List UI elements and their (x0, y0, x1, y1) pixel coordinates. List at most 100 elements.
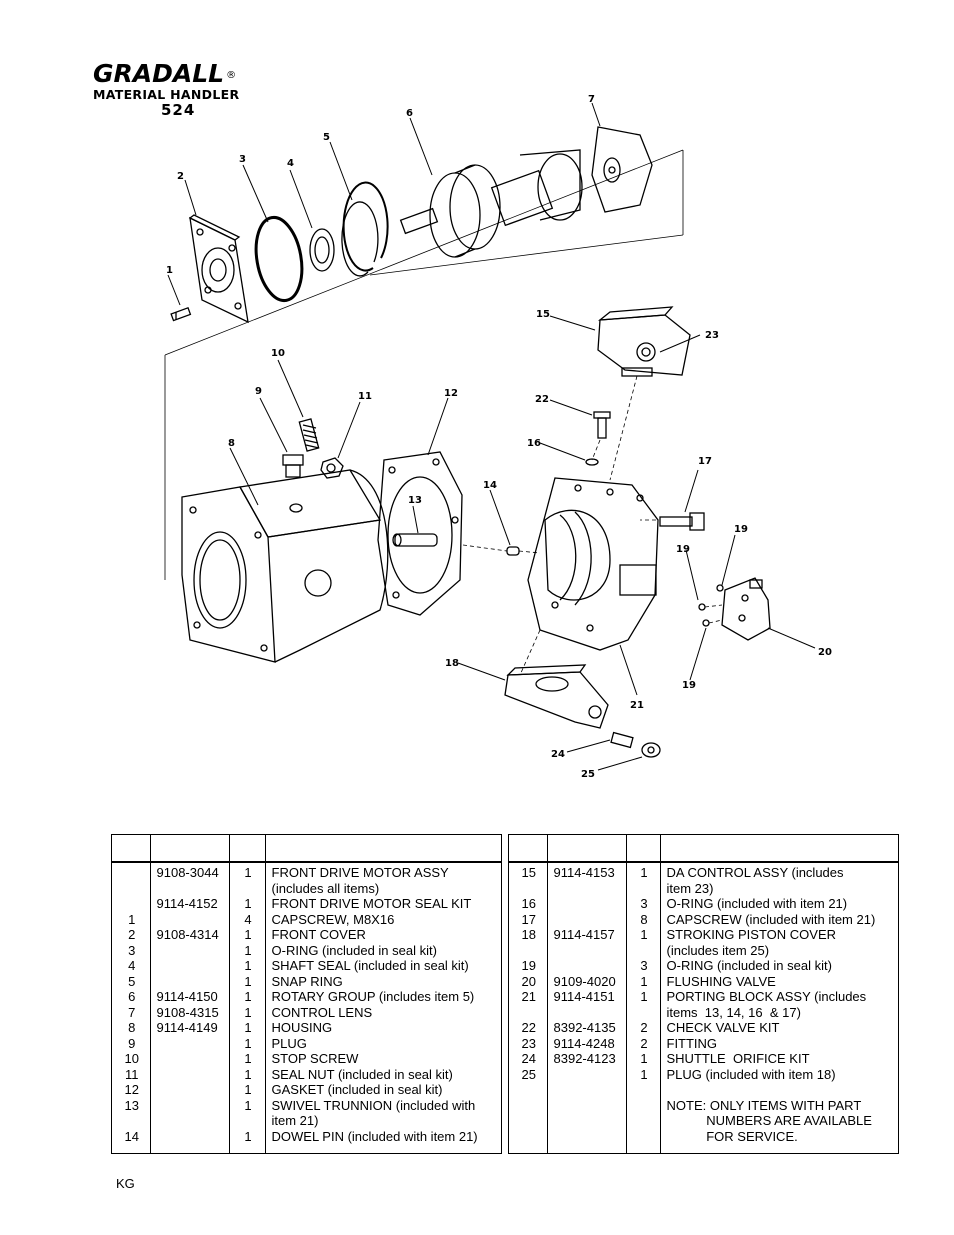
cell-description: FRONT DRIVE MOTOR SEAL KIT (271, 896, 472, 911)
dowel-pin-part (506, 546, 520, 556)
cell-part: 9109-4020 (553, 973, 616, 989)
cell-part (157, 1051, 225, 1067)
o-ring-19c-part (702, 619, 710, 627)
callout-9: 9 (255, 386, 262, 397)
cell-description: (includes item 25) (666, 942, 770, 958)
callout-18: 18 (445, 658, 459, 669)
plug-25-part (641, 742, 661, 758)
cell-part (157, 943, 225, 959)
cell-item: 21 (521, 989, 536, 1004)
cell-spacer (157, 1113, 225, 1129)
cell-description: STROKING PISTON COVER (666, 927, 837, 942)
cell-description: O-RING (included with item 21) (666, 896, 848, 911)
cell-description: PORTING BLOCK ASSY (includes (666, 989, 867, 1004)
cell-spacer (633, 881, 656, 897)
cell-spacer (554, 1129, 622, 1145)
cell-part: 9114-4157 (553, 927, 615, 942)
cell-spacer (515, 1129, 543, 1145)
cell-qty: 1 (244, 1128, 252, 1144)
capscrew-part (170, 306, 192, 322)
cell-part: 9108-3044 (156, 865, 219, 880)
cell-qty: 1 (244, 1035, 252, 1051)
cell-spacer (633, 1082, 656, 1098)
plug-part (282, 454, 304, 478)
leader-lines (167, 102, 816, 771)
cell-item: 13 (124, 1097, 139, 1113)
cell-description: FLUSHING VALVE (666, 973, 776, 989)
callout-22: 22 (535, 394, 549, 405)
cell-qty: 1 (640, 973, 648, 989)
cell-item: 2 (128, 927, 136, 942)
callout-20: 20 (818, 647, 832, 658)
assembly-dash-lines (462, 375, 723, 676)
callout-1: 1 (166, 265, 173, 276)
callout-11: 11 (358, 391, 372, 402)
cell-description: DA CONTROL ASSY (includes (666, 865, 844, 880)
cell-qty: 1 (244, 958, 252, 973)
cell-description: item 21) (271, 1113, 319, 1128)
callout-12: 12 (444, 388, 458, 399)
snap-ring-part (341, 181, 389, 277)
table-header-row (509, 835, 898, 863)
callout-8: 8 (228, 438, 235, 449)
cell-item: 14 (124, 1128, 139, 1144)
da-control-part (597, 306, 691, 377)
brand-logo: GRADALL® MATERIAL HANDLER 524 (93, 60, 239, 119)
cell-description: O-RING (included in seal kit) (666, 958, 832, 973)
cell-qty: 1 (244, 989, 252, 1004)
cell-qty: 2 (640, 1020, 648, 1035)
cell-qty: 1 (640, 1051, 648, 1066)
cell-qty: 1 (244, 927, 252, 942)
cell-description: FOR SERVICE. (666, 1128, 798, 1144)
o-ring-part (254, 215, 304, 303)
cell-spacer (554, 1082, 622, 1098)
description-column: FRONT DRIVE MOTOR ASSY(includes all item… (264, 862, 501, 1153)
callout-16: 16 (527, 438, 541, 449)
cell-part (157, 912, 225, 928)
cell-item: 8 (128, 1020, 136, 1035)
cell-qty: 3 (640, 896, 648, 911)
cell-part (157, 958, 225, 974)
cell-item: 24 (521, 1051, 536, 1066)
check-valve-part (593, 411, 611, 439)
cell-description: PLUG (included with item 18) (666, 1066, 836, 1082)
cell-part: 9114-4151 (553, 989, 615, 1004)
cell-spacer (236, 1113, 261, 1129)
callout-6: 6 (406, 108, 413, 119)
cell-part: 8392-4135 (553, 1020, 616, 1035)
col-header-part (149, 835, 229, 863)
cell-qty: 8 (640, 911, 648, 927)
seal-nut-part (320, 457, 344, 479)
cell-part: 8392-4123 (553, 1051, 616, 1066)
cell-description: SNAP RING (271, 973, 343, 989)
porting-block-part (527, 477, 659, 651)
cell-qty: 1 (244, 896, 252, 911)
cell-part: 9114-4153 (553, 865, 615, 880)
stroking-piston-cover-part (504, 664, 609, 729)
cell-item: 1 (128, 911, 136, 927)
cell-item: 20 (521, 973, 536, 989)
cell-qty: 1 (244, 1066, 252, 1082)
cell-description: DOWEL PIN (included with item 21) (271, 1128, 478, 1144)
swivel-trunnion-part (392, 533, 438, 547)
front-cover-part (188, 214, 249, 324)
cell-spacer (118, 1113, 146, 1129)
cell-qty: 4 (244, 911, 252, 927)
cell-description: item 23) (666, 880, 714, 896)
col-header-desc (659, 835, 898, 863)
col-header-qty (228, 835, 265, 863)
cell-item: 7 (128, 1004, 136, 1020)
cell-description: CAPSCREW, M8X16 (271, 911, 395, 927)
cell-description: SEAL NUT (included in seal kit) (271, 1066, 453, 1082)
callout-13: 13 (408, 495, 422, 506)
cell-qty: 3 (640, 958, 648, 973)
